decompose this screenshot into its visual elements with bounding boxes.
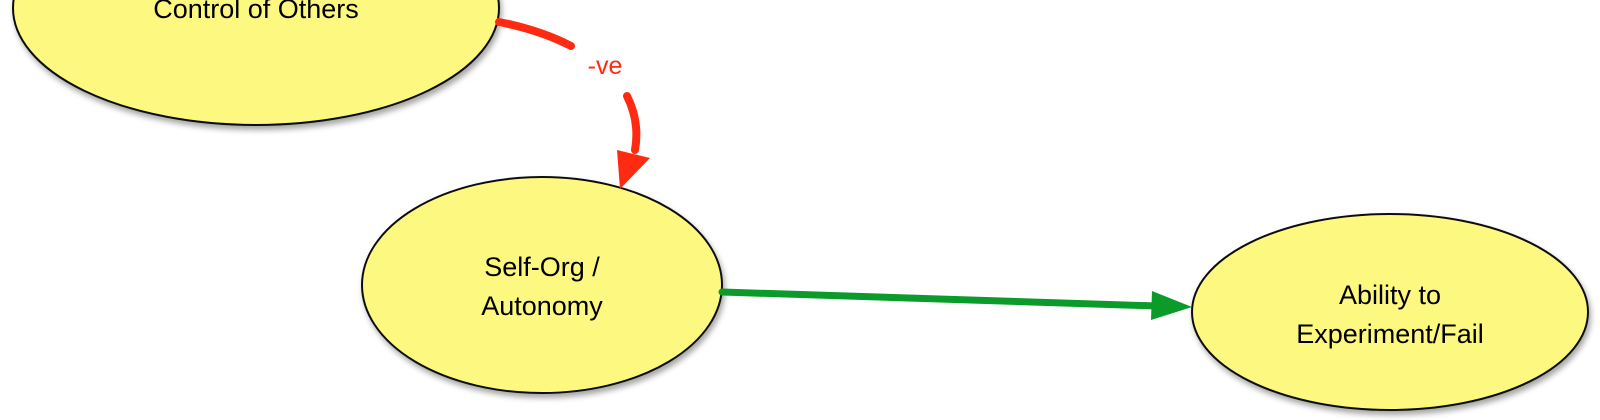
node-ability-label-line1: Ability to	[1339, 280, 1441, 310]
edge-control-to-selforg-label: -ve	[588, 52, 623, 80]
node-control-of-others-label: Control of Others	[153, 0, 359, 24]
node-self-org-autonomy-shape	[361, 176, 723, 394]
edge-selforg-to-ability-arrowhead	[1151, 291, 1192, 320]
node-ability-to-experiment-fail-shape	[1191, 213, 1589, 411]
edge-control-to-selforg[interactable]: -ve	[495, 18, 650, 189]
edge-control-to-selforg-line-upper	[495, 18, 575, 50]
node-ability-label-line2: Experiment/Fail	[1296, 319, 1484, 349]
edge-selforg-to-ability[interactable]	[718, 288, 1192, 320]
edge-control-to-selforg-line-lower	[623, 92, 641, 154]
node-ability-to-experiment-fail[interactable]: Ability to Experiment/Fail	[1191, 213, 1589, 411]
node-self-org-autonomy[interactable]: Self-Org / Autonomy	[361, 176, 723, 394]
edge-selforg-to-ability-line	[718, 288, 1161, 310]
edge-control-to-selforg-arrowhead	[617, 150, 650, 189]
node-self-org-autonomy-label-line1: Self-Org /	[484, 252, 600, 282]
node-control-of-others-shape	[12, 0, 500, 126]
node-self-org-autonomy-label-line2: Autonomy	[481, 291, 603, 321]
node-control-of-others[interactable]: Control of Others	[12, 0, 500, 126]
